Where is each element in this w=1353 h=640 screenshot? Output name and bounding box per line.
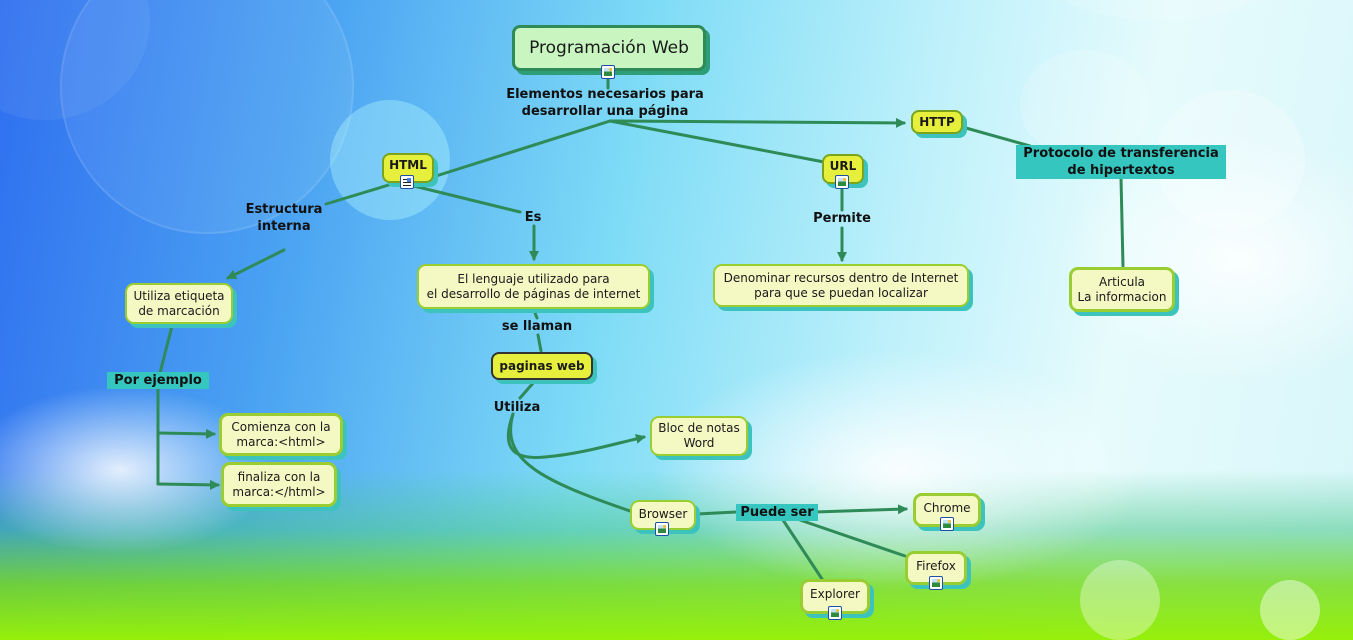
link-label-permite: Permite [813,211,871,226]
link-browser-puedeser [695,510,738,516]
image-attachment-icon[interactable] [828,606,842,620]
link-label-utiliza: Utiliza [493,400,541,415]
link-elementos-html [434,119,612,178]
document-attachment-icon[interactable] [400,175,414,189]
link-label-elementos: Elementos necesarios para desarrollar un… [506,87,704,119]
concept-node-etiqueta[interactable]: Utiliza etiqueta de marcación [125,283,233,324]
concept-node-url[interactable]: URL [822,154,864,184]
node-label: Programación Web [529,37,689,58]
image-attachment-icon[interactable] [940,517,954,531]
link-html-estructura [324,182,394,206]
link-elementos-http [608,117,906,128]
link-puedeser-explorer [781,518,824,581]
link-label-se-llaman: se llaman [501,319,573,334]
link-to-finaliza [156,479,220,490]
link-sellaman-paginas [536,333,543,353]
image-attachment-icon[interactable] [601,65,615,79]
link-html-es [412,184,522,214]
concept-node-paginas-web[interactable]: paginas web [491,352,593,380]
link-label-por-ejemplo: Por ejemplo [107,372,209,389]
concept-node-http[interactable]: HTTP [911,110,963,134]
image-attachment-icon[interactable] [655,522,669,536]
link-label-protocolo: Protocolo de transferencia de hipertexto… [1016,145,1226,179]
image-attachment-icon[interactable] [835,175,849,189]
link-label-puede-ser: Puede ser [736,504,818,521]
link-estructura-etiqueta [226,248,286,280]
link-http-protocolo [964,126,1032,148]
concept-node-finaliza[interactable]: finaliza con la marca:</html> [221,462,337,507]
link-puedeser-firefox [798,518,907,558]
link-label-estructura: Estructura interna [245,202,323,234]
image-attachment-icon[interactable] [929,576,943,590]
link-protocolo-articula [1119,176,1125,268]
concept-node-comienza[interactable]: Comienza con la marca:<html> [219,413,343,456]
link-utiliza-browser [509,412,632,513]
concept-node-bloc-de-notas[interactable]: Bloc de notas Word [650,416,748,456]
link-puedeser-chrome [813,504,908,515]
link-paginas-utiliza [518,380,536,400]
concept-node-articula[interactable]: Articula La informacion [1069,267,1175,312]
link-utiliza-bloc [506,412,646,459]
link-label-es: Es [524,210,542,225]
link-lenguaje-sellaman [532,308,539,320]
link-elementos-url [608,119,826,164]
concept-node-programacion-web[interactable]: Programación Web [512,25,706,71]
link-to-comienza [156,428,216,439]
link-etiqueta-porejemplo [158,324,174,375]
concept-node-firefox[interactable]: Firefox [905,551,967,585]
concept-node-lenguaje[interactable]: El lenguaje utilizado para el desarrollo… [417,264,650,309]
concept-node-denominar[interactable]: Denominar recursos dentro de Internet pa… [713,264,969,307]
